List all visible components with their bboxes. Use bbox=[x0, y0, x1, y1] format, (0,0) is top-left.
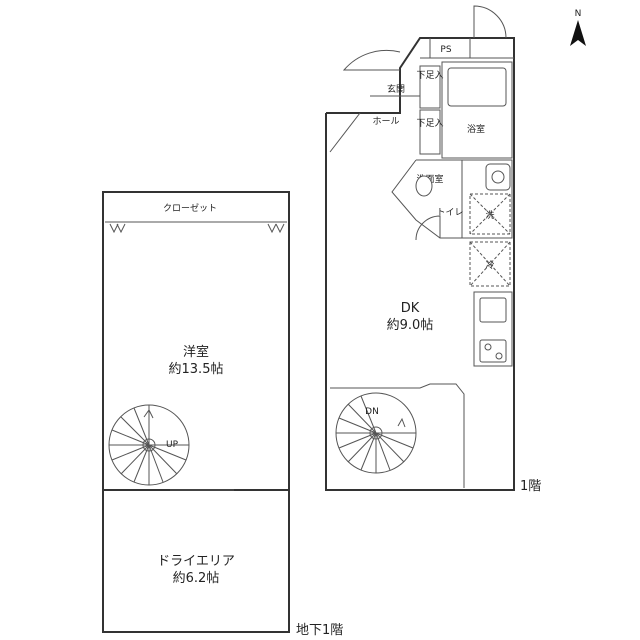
dry-area-size: 約6.2帖 bbox=[173, 571, 220, 586]
ps-label: PS bbox=[440, 45, 451, 55]
stair-well bbox=[330, 383, 465, 488]
top-door-swing bbox=[473, 5, 507, 39]
toilet-door-swing bbox=[415, 215, 441, 241]
dry-area-name: ドライエリア bbox=[157, 554, 235, 569]
washer-space bbox=[469, 193, 511, 235]
entrance-door-swing bbox=[342, 49, 401, 71]
compass-label: N bbox=[575, 9, 582, 19]
western-room-name: 洋室 bbox=[183, 344, 209, 360]
fridge-space bbox=[469, 241, 511, 287]
bath-label: 浴室 bbox=[467, 123, 485, 135]
dk-name: DK bbox=[401, 301, 420, 316]
shoe2-label: 下足入 bbox=[416, 118, 443, 129]
dk-size: 約9.0帖 bbox=[387, 318, 434, 333]
kitchen-sink-icon bbox=[479, 297, 507, 323]
shoe-cabinet-1 bbox=[419, 65, 441, 109]
kitchen-counter bbox=[473, 291, 513, 367]
first-floor-outline bbox=[325, 37, 515, 491]
sink-icon bbox=[485, 163, 511, 191]
basement-stair-label: UP bbox=[166, 440, 179, 450]
shoe-cabinet-2 bbox=[419, 109, 441, 155]
basement-plan: クローゼット 洋室 約13.5帖 UP ドライエリア 約6.2帖 地下1階 bbox=[102, 191, 343, 638]
basement-floor-label: 地下1階 bbox=[296, 623, 343, 638]
spiral-stair-basement bbox=[108, 404, 190, 486]
washer-label: 洗 bbox=[485, 209, 494, 221]
first-floor-plan: PS 下足入 下足入 玄関 ホール 浴室 洗面室 トイレ bbox=[325, 5, 541, 494]
first-floor-stair-label: DN bbox=[365, 407, 379, 417]
spiral-stair-first-floor bbox=[335, 392, 417, 474]
shoe1-label: 下足入 bbox=[416, 70, 443, 81]
north-arrow-icon bbox=[570, 20, 586, 46]
closet-label: クローゼット bbox=[163, 202, 217, 214]
fridge-label: 冷 bbox=[485, 259, 494, 271]
stove-icon bbox=[479, 339, 507, 363]
hall-label: ホール bbox=[372, 116, 399, 127]
toilet-label: トイレ bbox=[436, 208, 463, 218]
bath-room bbox=[441, 61, 513, 159]
toilet-icon bbox=[415, 175, 433, 197]
entrance-label: 玄関 bbox=[387, 83, 405, 95]
closet-door-mark bbox=[109, 223, 119, 234]
bathtub-icon bbox=[447, 67, 507, 107]
first-floor-label: 1階 bbox=[520, 479, 541, 494]
north-compass: N bbox=[570, 9, 586, 46]
western-room-size: 約13.5帖 bbox=[169, 362, 224, 377]
